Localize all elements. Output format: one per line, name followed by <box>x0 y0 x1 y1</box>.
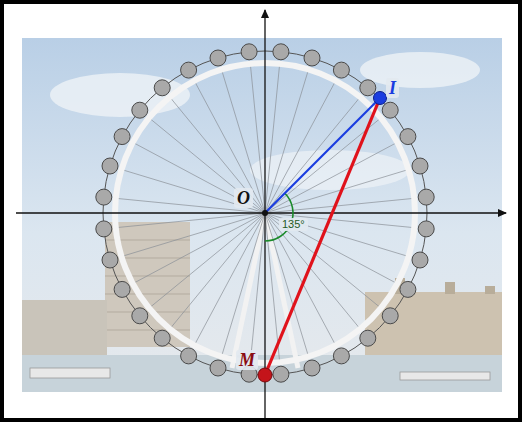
gondola <box>400 129 416 145</box>
point-label: O <box>234 188 253 208</box>
spoke <box>265 213 280 362</box>
spoke <box>222 213 266 357</box>
gondola <box>132 102 148 118</box>
gondola <box>96 221 112 237</box>
gondola <box>132 308 148 324</box>
spoke <box>170 213 265 329</box>
spoke <box>265 213 397 284</box>
gondola <box>304 50 320 66</box>
low-building <box>22 300 107 355</box>
spoke <box>265 118 381 213</box>
spoke <box>170 97 265 213</box>
point-label: I <box>386 78 399 98</box>
gondola <box>241 44 257 60</box>
gondola <box>400 281 416 297</box>
gondola <box>181 348 197 364</box>
gondola <box>333 62 349 78</box>
radius-oi <box>265 98 380 213</box>
gondola <box>304 360 320 376</box>
gondola <box>114 281 130 297</box>
cloud <box>360 52 480 88</box>
gondola <box>102 158 118 174</box>
gondola <box>154 80 170 96</box>
boat <box>400 372 490 380</box>
spoke <box>265 97 360 213</box>
gondola <box>181 62 197 78</box>
boat <box>30 368 110 378</box>
spoke <box>250 213 265 362</box>
angle-label: 135° <box>279 218 308 231</box>
point-label: M <box>236 350 258 370</box>
gondola <box>418 221 434 237</box>
gondola <box>412 158 428 174</box>
spoke <box>265 81 336 213</box>
gondola <box>210 50 226 66</box>
spoke <box>194 213 265 345</box>
gondola <box>96 189 112 205</box>
spoke <box>116 213 265 228</box>
gondola <box>154 330 170 346</box>
spoke <box>265 64 280 213</box>
gondola <box>273 366 289 382</box>
point-i <box>374 92 387 105</box>
gondola <box>382 308 398 324</box>
sky-photo <box>22 38 502 392</box>
spoke <box>133 213 265 284</box>
segment-im <box>265 98 380 375</box>
gondola <box>360 80 376 96</box>
center-point <box>262 210 268 216</box>
point-m <box>258 368 272 382</box>
gondola <box>412 252 428 268</box>
gondola <box>273 44 289 60</box>
gondola <box>382 102 398 118</box>
spoke <box>265 142 397 213</box>
spoke <box>194 81 265 213</box>
spoke <box>149 213 265 308</box>
spoke <box>265 213 409 257</box>
x-axis <box>16 212 506 213</box>
gondola <box>333 348 349 364</box>
gondola <box>418 189 434 205</box>
gondola <box>210 360 226 376</box>
spoke <box>222 70 266 214</box>
gondola <box>114 129 130 145</box>
spoke <box>265 213 360 329</box>
gondola <box>360 330 376 346</box>
spoke <box>265 198 414 213</box>
spoke <box>265 213 381 308</box>
spoke <box>122 213 266 257</box>
gondola <box>102 252 118 268</box>
spoke <box>122 170 266 214</box>
spoke <box>149 118 265 213</box>
spoke <box>133 142 265 213</box>
